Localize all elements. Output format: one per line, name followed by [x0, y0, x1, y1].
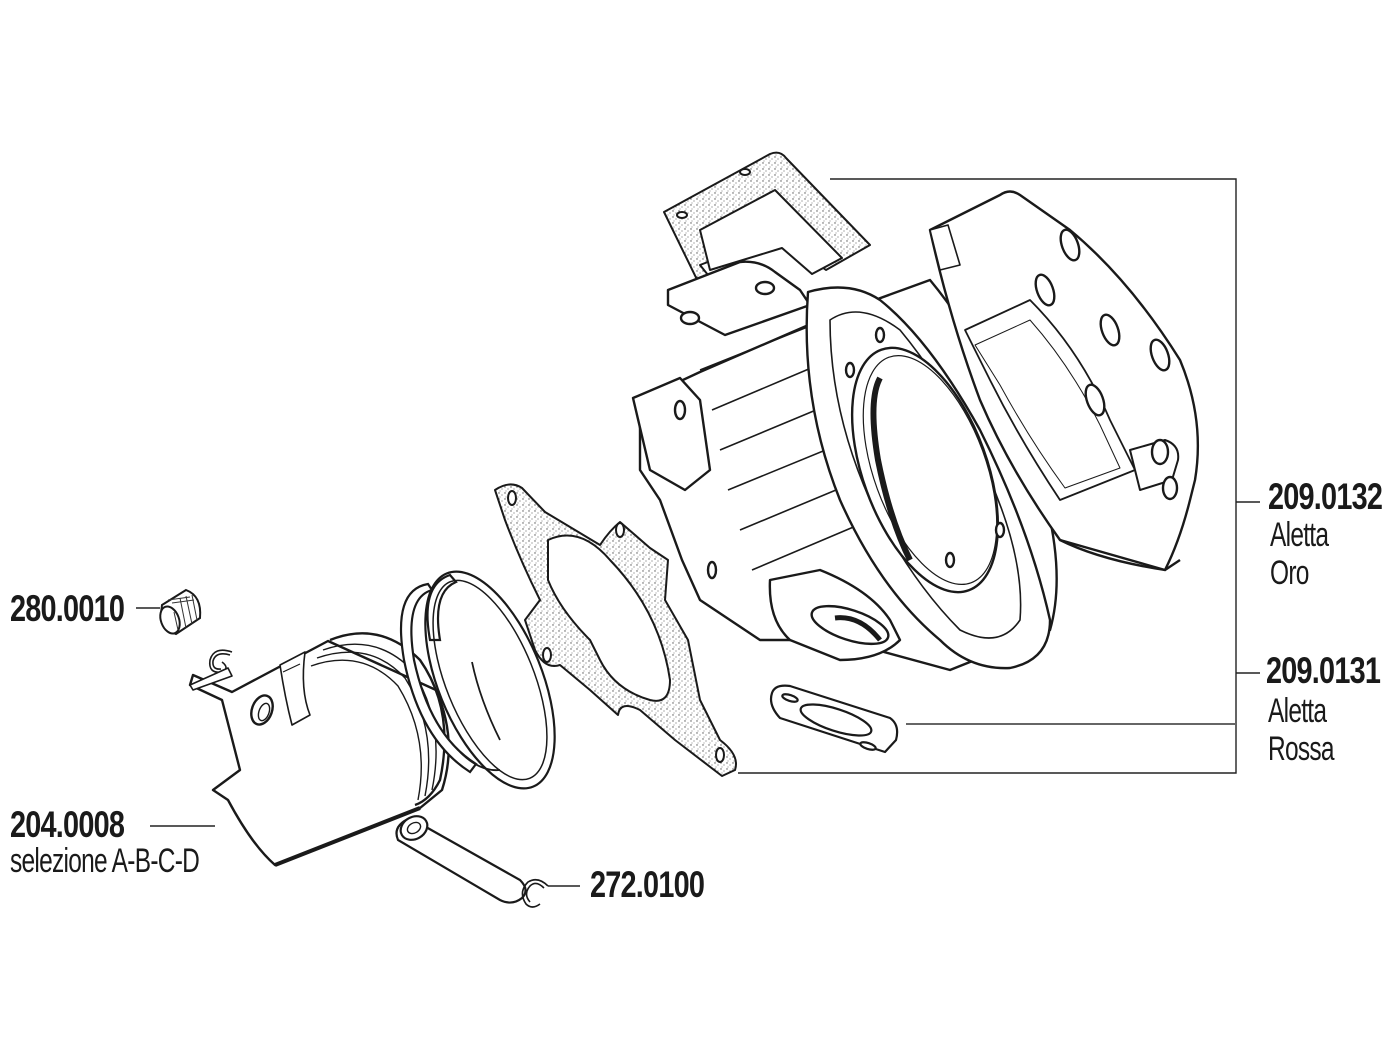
label-209-0131-line1: Aletta [1268, 692, 1327, 730]
leader-209-0132-bracket [738, 178, 1237, 774]
cylinder-head-icon [930, 192, 1198, 571]
piston-pin-icon [396, 811, 525, 902]
piston-rings-icon [399, 554, 582, 806]
label-204-0008: 204.0008 [10, 804, 125, 845]
piston-icon [190, 633, 449, 865]
leader-lines [136, 178, 1260, 887]
label-209-0132: 209.0132 [1268, 476, 1383, 517]
needle-bearing-icon [157, 590, 200, 636]
label-280-0010: 280.0010 [10, 588, 125, 629]
base-gasket-icon [495, 484, 736, 776]
label-209-0131: 209.0131 [1266, 650, 1381, 691]
label-204-0008-selection: selezione A-B-C-D [10, 842, 200, 880]
label-209-0132-line2: Oro [1270, 554, 1309, 592]
circlip-upper-icon [210, 650, 232, 672]
label-209-0132-line1: Aletta [1270, 516, 1329, 554]
exhaust-gasket-icon [771, 686, 897, 752]
label-272-0100: 272.0100 [590, 864, 705, 905]
top-gasket-icon [664, 153, 870, 298]
circlip-lower-icon [522, 880, 548, 907]
label-209-0131-line2: Rossa [1268, 730, 1335, 768]
